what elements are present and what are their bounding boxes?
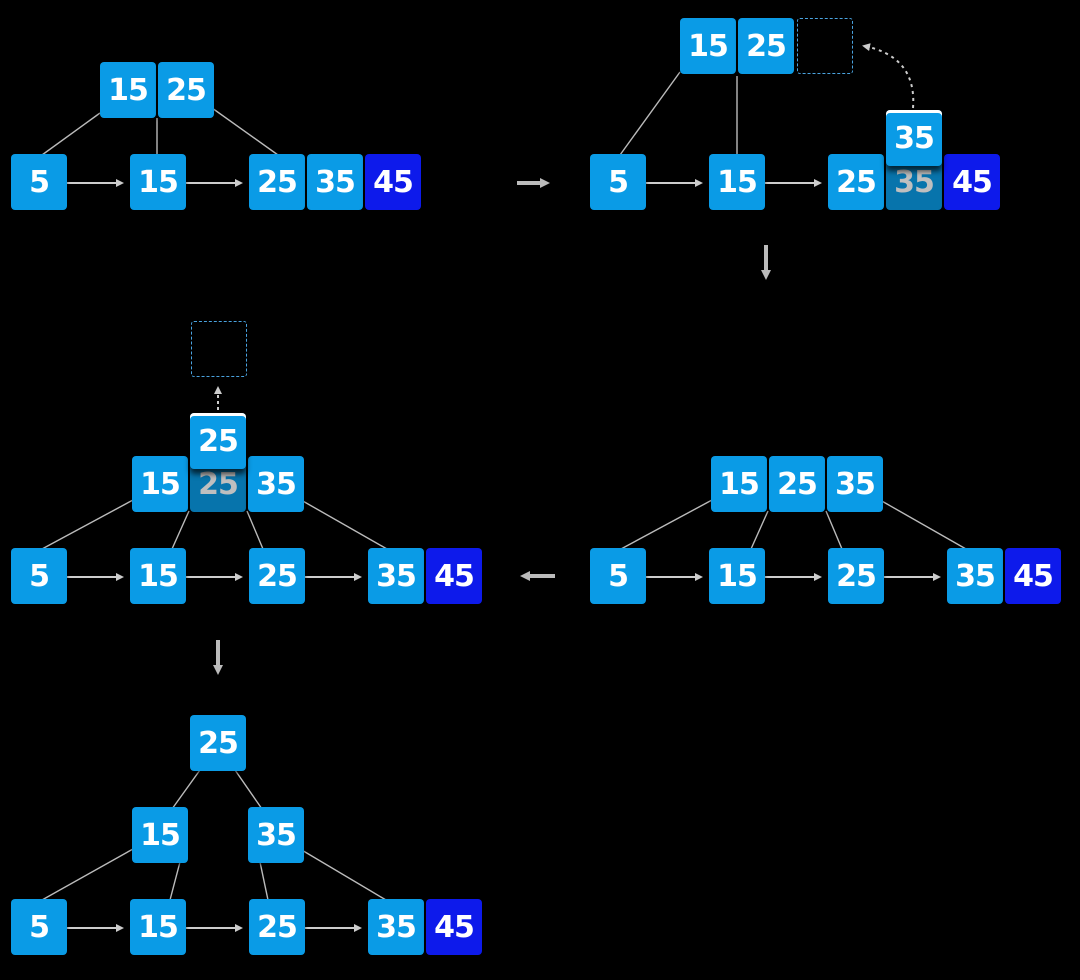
stage1-leaf-key: 15 bbox=[130, 154, 186, 210]
stage5-leaf-key: 5 bbox=[11, 899, 67, 955]
step-arrows bbox=[213, 178, 771, 675]
empty-new-root-slot bbox=[191, 321, 247, 377]
stage5-root-key: 25 bbox=[190, 715, 246, 771]
stage2-inserted-key: 45 bbox=[944, 154, 1000, 210]
stage3-leaf-key: 5 bbox=[590, 548, 646, 604]
stage4-root-key: 35 bbox=[248, 456, 304, 512]
stage2-leaf-key: 25 bbox=[828, 154, 884, 210]
stage1-leaf-key: 35 bbox=[307, 154, 363, 210]
stage3-leaf-key: 35 bbox=[947, 548, 1003, 604]
stage2-leaf-key: 15 bbox=[709, 154, 765, 210]
stage4-leaf-key: 25 bbox=[249, 548, 305, 604]
stage3-root-key: 25 bbox=[769, 456, 825, 512]
stage4-promoted-key: 25 bbox=[190, 413, 246, 469]
stage2-root-key: 25 bbox=[738, 18, 794, 74]
stage1-inserted-key: 45 bbox=[365, 154, 421, 210]
stage3-root-key: 15 bbox=[711, 456, 767, 512]
stage3-inserted-key: 45 bbox=[1005, 548, 1061, 604]
stage4-inserted-key: 45 bbox=[426, 548, 482, 604]
promote-arrow-icon bbox=[862, 43, 915, 109]
stage4-root-key: 15 bbox=[132, 456, 188, 512]
stage1-root-key: 15 bbox=[100, 62, 156, 118]
stage4-leaf-key: 35 bbox=[368, 548, 424, 604]
empty-root-slot bbox=[797, 18, 853, 74]
stage1-leaf-key: 25 bbox=[249, 154, 305, 210]
stage5-leaf-key: 15 bbox=[130, 899, 186, 955]
stage5-edges bbox=[41, 769, 387, 901]
stage2-leaf-key: 5 bbox=[590, 154, 646, 210]
stage5-internal-right-key: 35 bbox=[248, 807, 304, 863]
stage3-leaf-key: 25 bbox=[828, 548, 884, 604]
stage5-inserted-key: 45 bbox=[426, 899, 482, 955]
stage4-edges bbox=[41, 499, 388, 550]
stage2-root-key: 15 bbox=[680, 18, 736, 74]
stage1-edges bbox=[41, 107, 279, 156]
stage2-edges bbox=[619, 71, 738, 156]
stage4-leaf-key: 15 bbox=[130, 548, 186, 604]
stage1-root-key: 25 bbox=[158, 62, 214, 118]
stage5-leaf-key: 25 bbox=[249, 899, 305, 955]
stage4-leaf-key: 5 bbox=[11, 548, 67, 604]
stage1-leaf-key: 5 bbox=[11, 154, 67, 210]
stage5-internal-left-key: 15 bbox=[132, 807, 188, 863]
stage3-leaf-key: 15 bbox=[709, 548, 765, 604]
stage3-root-key: 35 bbox=[827, 456, 883, 512]
stage5-leaf-key: 35 bbox=[368, 899, 424, 955]
stage3-edges bbox=[620, 499, 967, 550]
stage2-promoted-key: 35 bbox=[886, 110, 942, 166]
